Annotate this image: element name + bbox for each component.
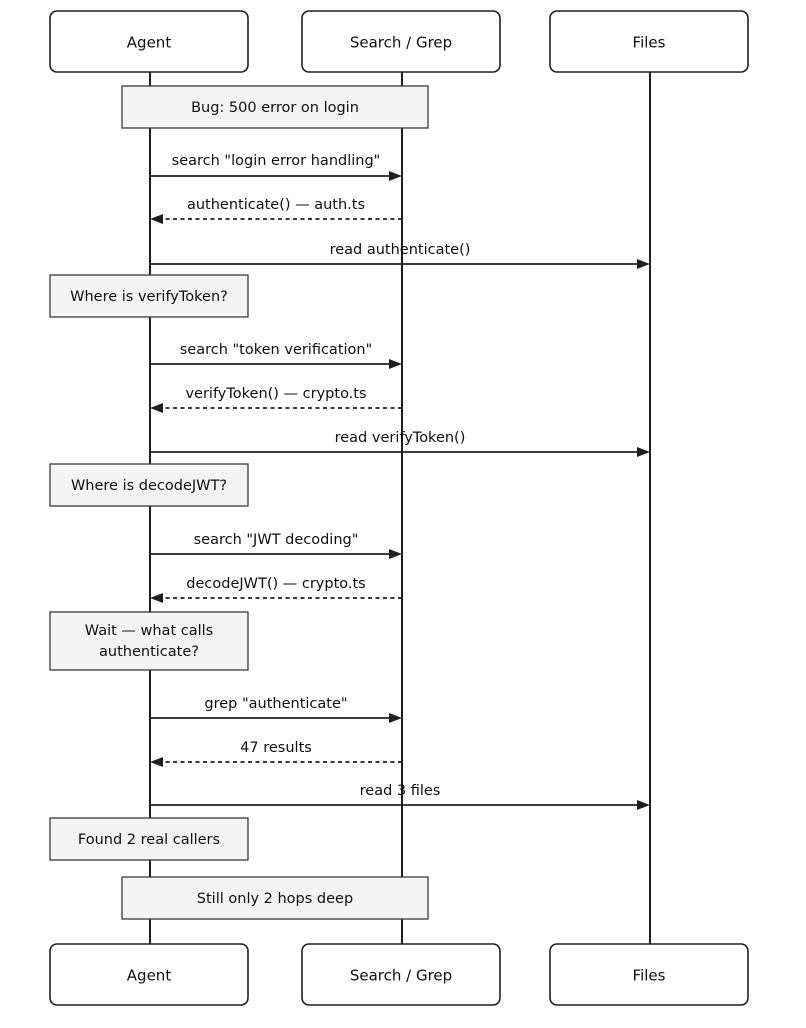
message-decodejwt-crypto-ts[interactable]: decodeJWT() — crypto.ts — [150, 576, 402, 603]
message-label: decodeJWT() — crypto.ts — [186, 576, 365, 592]
participant-bottom-files[interactable]: Files — [549, 943, 749, 1006]
participant-label: Search / Grep — [350, 34, 452, 52]
message-read-authenticate[interactable]: read authenticate() — [150, 242, 650, 269]
arrow-head-right-icon — [389, 359, 402, 369]
arrow-head-left-icon — [150, 214, 163, 224]
note-bug-500-error[interactable]: Bug: 500 error on login — [121, 85, 429, 129]
message-label: search "JWT decoding" — [194, 532, 359, 548]
participant-box[interactable] — [49, 943, 249, 1006]
lifelines — [149, 72, 651, 944]
message-label: search "token verification" — [180, 342, 373, 358]
participant-label: Files — [633, 34, 666, 52]
participant-label: Search / Grep — [350, 967, 452, 985]
message-grep-authenticate[interactable]: grep "authenticate" — [150, 696, 402, 723]
note-label: Found 2 real callers — [78, 832, 220, 848]
participant-top-agent[interactable]: Agent — [49, 10, 249, 73]
message-read-verifytoken[interactable]: read verifyToken() — [150, 430, 650, 457]
note-box[interactable] — [49, 463, 249, 507]
note-still-only-2-hops-deep[interactable]: Still only 2 hops deep — [121, 876, 429, 920]
arrow-head-left-icon — [150, 403, 163, 413]
message-label: search "login error handling" — [172, 153, 381, 169]
participant-box[interactable] — [549, 10, 749, 73]
message-label: read authenticate() — [330, 242, 471, 258]
note-box[interactable] — [121, 85, 429, 129]
participant-bottom-agent[interactable]: Agent — [49, 943, 249, 1006]
note-label: Where is decodeJWT? — [71, 478, 227, 494]
note-label: Where is verifyToken? — [70, 289, 228, 305]
participant-box[interactable] — [301, 943, 501, 1006]
message-search-token-verification[interactable]: search "token verification" — [150, 342, 402, 369]
arrow-head-right-icon — [389, 549, 402, 559]
message-read-3-files[interactable]: read 3 files — [150, 783, 650, 810]
message-search-login-error-handling[interactable]: search "login error handling" — [150, 153, 402, 181]
message-authenticate-auth-ts[interactable]: authenticate() — auth.ts — [150, 197, 402, 224]
arrow-head-right-icon — [389, 713, 402, 723]
participant-top-search[interactable]: Search / Grep — [301, 10, 501, 73]
participant-label: Agent — [127, 967, 172, 985]
arrow-head-right-icon — [389, 171, 402, 181]
message-label: authenticate() — auth.ts — [187, 197, 365, 213]
note-box[interactable] — [121, 876, 429, 920]
note-label: Still only 2 hops deep — [197, 891, 353, 907]
arrow-head-right-icon — [637, 447, 650, 457]
participants-bottom: Agent Search / Grep Files — [49, 943, 749, 1006]
message-label: verifyToken() — crypto.ts — [185, 386, 366, 402]
participants-top: Agent Search / Grep Files — [49, 10, 749, 73]
note-label-line1: Wait — what calls — [85, 623, 213, 639]
participant-bottom-search[interactable]: Search / Grep — [301, 943, 501, 1006]
note-box[interactable] — [49, 817, 249, 861]
arrow-head-left-icon — [150, 593, 163, 603]
arrow-head-right-icon — [637, 259, 650, 269]
note-label-line2: authenticate? — [99, 644, 199, 660]
note-box[interactable] — [49, 274, 249, 318]
participant-box[interactable] — [549, 943, 749, 1006]
note-where-is-decodejwt[interactable]: Where is decodeJWT? — [49, 463, 249, 507]
note-found-2-real-callers[interactable]: Found 2 real callers — [49, 817, 249, 861]
arrow-head-right-icon — [637, 800, 650, 810]
participant-label: Agent — [127, 34, 172, 52]
message-label: 47 results — [240, 740, 312, 756]
message-label: read 3 files — [360, 783, 441, 799]
note-box[interactable] — [49, 611, 249, 671]
message-verifytoken-crypto-ts[interactable]: verifyToken() — crypto.ts — [150, 386, 402, 413]
message-label: grep "authenticate" — [204, 696, 347, 712]
arrow-head-left-icon — [150, 757, 163, 767]
note-where-is-verifytoken[interactable]: Where is verifyToken? — [49, 274, 249, 318]
message-label: read verifyToken() — [335, 430, 466, 446]
message-47-results[interactable]: 47 results — [150, 740, 402, 767]
participant-box[interactable] — [301, 10, 501, 73]
message-search-jwt-decoding[interactable]: search "JWT decoding" — [150, 532, 402, 559]
participant-top-files[interactable]: Files — [549, 10, 749, 73]
note-wait-what-calls-authenticate[interactable]: Wait — what calls authenticate? — [49, 611, 249, 671]
note-label: Bug: 500 error on login — [191, 100, 359, 116]
participant-label: Files — [633, 967, 666, 985]
participant-box[interactable] — [49, 10, 249, 73]
